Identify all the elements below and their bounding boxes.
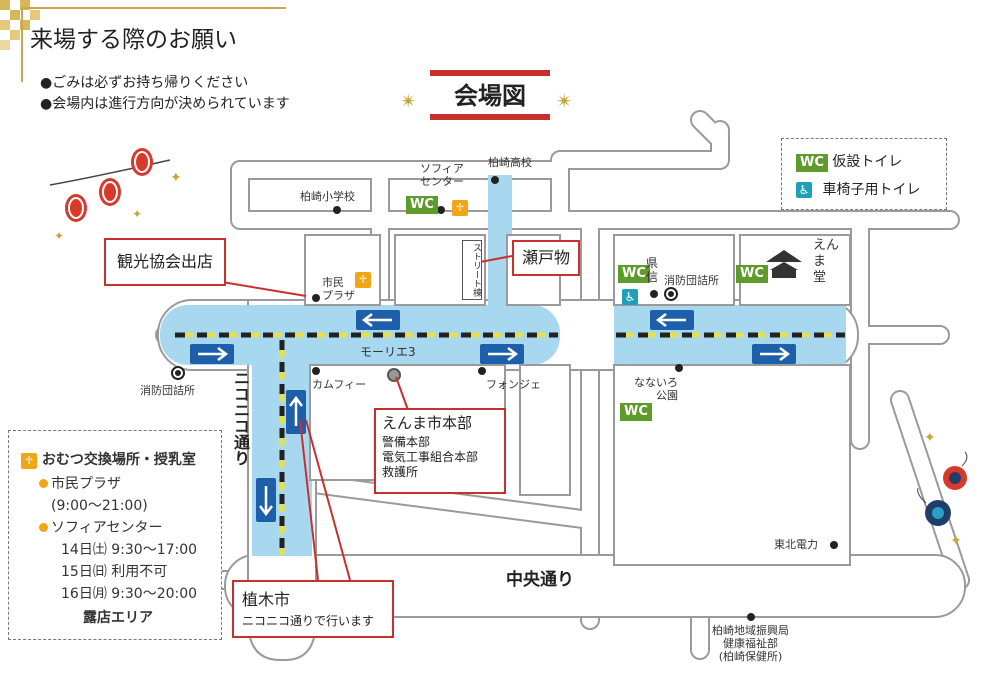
wc-icon: WC bbox=[796, 154, 828, 172]
direction-arrows bbox=[190, 310, 796, 522]
wheelchair-icon: ♿ bbox=[796, 182, 812, 198]
ueki-title: 植木市 bbox=[242, 590, 291, 609]
enma-hq-item: 救護所 bbox=[382, 465, 419, 479]
plaza-hours: (9:00〜21:00) bbox=[51, 498, 148, 514]
label-civic-plaza: 市民 プラザ bbox=[322, 276, 355, 303]
label-fire-station-2: 消防団詰所 bbox=[140, 384, 195, 397]
svg-text:✦: ✦ bbox=[132, 207, 142, 221]
temp-toilet-label: 仮設トイレ bbox=[832, 154, 903, 170]
svg-text:✴: ✴ bbox=[556, 89, 573, 113]
park-wc-icon: WC bbox=[620, 400, 652, 421]
day-14-hours: 14日㈯ 9:30〜17:00 bbox=[61, 542, 198, 558]
label-prefecture-bank: 県 信 bbox=[646, 256, 659, 285]
label-camfy: カムフィー bbox=[312, 378, 367, 391]
day-16-hours: 16日㈪ 9:30〜20:00 bbox=[61, 586, 198, 602]
label-health-office: 柏崎地域振興局 健康福祉部 (柏崎保健所) bbox=[712, 624, 789, 664]
callout-ueki: 植木市 ニコニコ通りで行います bbox=[232, 580, 394, 638]
callout-tourism: 観光協会出店 bbox=[104, 238, 226, 286]
sophia-wc-icon: WC bbox=[406, 193, 438, 214]
label-sophia-center: ソフィア センター bbox=[420, 162, 464, 189]
sophia-entry: ソフィアセンター bbox=[39, 517, 162, 537]
stall-area-label: 露店エリア bbox=[83, 610, 153, 626]
enma-hq-item: 警備本部 bbox=[382, 435, 431, 449]
nursing-icon: ♱ bbox=[21, 453, 37, 469]
visitor-rules: ●ごみは必ずお持ち帰りください ●会場内は進行方向が決められています bbox=[40, 73, 290, 115]
label-fonjie: フォンジェ bbox=[486, 378, 541, 391]
location-markers bbox=[171, 176, 838, 621]
yoyo-balloon-decoration: ✦ ✦ bbox=[917, 430, 968, 549]
prefecture-wheelchair-icon: ♿ bbox=[622, 286, 638, 305]
checker-decoration bbox=[0, 0, 286, 82]
callout-setomono: 瀬戸物 bbox=[512, 240, 580, 276]
callout-leaders bbox=[221, 255, 513, 581]
nursing-room-legend: ♱ おむつ交換場所・授乳室 市民プラザ (9:00〜21:00) ソフィアセンタ… bbox=[8, 430, 222, 640]
map-title: 会場図 bbox=[454, 82, 526, 110]
nursing-legend-title: ♱ おむつ交換場所・授乳室 bbox=[21, 449, 196, 469]
day-15-hours: 15日㈰ 利用不可 bbox=[61, 564, 168, 580]
label-nikoniko-dori: ニコニコ通り bbox=[231, 370, 250, 466]
enma-hq-title: えんま市本部 bbox=[382, 414, 473, 432]
wheelchair-toilet-label: 車椅子用トイレ bbox=[822, 182, 921, 198]
map-title-decoration: ✴ ✴ bbox=[400, 70, 573, 120]
lantern-decoration: ✦ ✦ ✦ bbox=[49, 148, 182, 243]
label-tohoku-electric: 東北電力 bbox=[774, 538, 818, 551]
svg-text:✦: ✦ bbox=[54, 229, 64, 243]
rule-item: ●会場内は進行方向が決められています bbox=[40, 96, 290, 112]
rule-item: ●ごみは必ずお持ち帰りください bbox=[40, 75, 249, 91]
svg-text:✦: ✦ bbox=[950, 533, 962, 549]
toilet-legend: WC 仮設トイレ ♿ 車椅子用トイレ bbox=[781, 138, 947, 210]
label-nanairo-park: なないろ 公園 bbox=[634, 376, 678, 403]
plaza-entry: 市民プラザ bbox=[39, 473, 121, 493]
label-chuo-dori: 中央通り bbox=[506, 570, 574, 590]
label-kashiwazaki-elementary: 柏崎小学校 bbox=[300, 190, 355, 203]
label-enma-hall: えん ま 堂 bbox=[813, 238, 840, 285]
label-kashiwazaki-high: 柏崎高校 bbox=[488, 156, 532, 169]
label-fire-station-1: 消防団詰所 bbox=[664, 274, 719, 287]
svg-text:✦: ✦ bbox=[170, 170, 182, 186]
enma-wc-icon: WC bbox=[736, 262, 768, 283]
ueki-sub: ニコニコ通りで行います bbox=[242, 614, 375, 628]
page-title: 来場する際のお願い bbox=[30, 27, 237, 53]
sophia-nursing-icon: ♱ bbox=[452, 196, 468, 216]
callout-enma-hq: えんま市本部 警備本部 電気工事組合本部 救護所 bbox=[374, 408, 506, 494]
temple-icon bbox=[766, 248, 802, 278]
label-street-building: ストリート棟 bbox=[462, 240, 482, 300]
enma-hq-item: 電気工事組合本部 bbox=[382, 450, 479, 464]
prefecture-wc-icon: WC bbox=[618, 262, 650, 283]
svg-text:✴: ✴ bbox=[400, 89, 417, 113]
label-morie3: モーリエ3 bbox=[360, 345, 416, 359]
plaza-nursing-icon: ♱ bbox=[355, 268, 371, 288]
svg-text:✦: ✦ bbox=[924, 430, 936, 446]
